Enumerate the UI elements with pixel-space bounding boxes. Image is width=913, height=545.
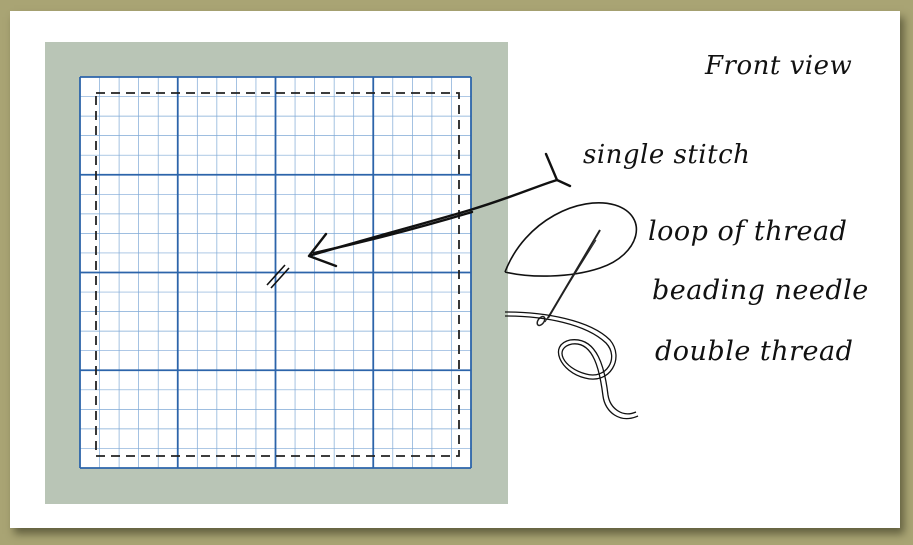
thread-loop [505, 203, 636, 276]
beading-needle [536, 230, 600, 327]
label-double-thread: double thread [655, 336, 853, 367]
label-beading-needle: beading needle [652, 275, 869, 306]
label-single-stitch: single stitch [583, 140, 750, 170]
label-loop-of-thread: loop of thread [648, 216, 847, 247]
double-thread [505, 312, 638, 419]
diagram-title: Front view [705, 51, 852, 81]
